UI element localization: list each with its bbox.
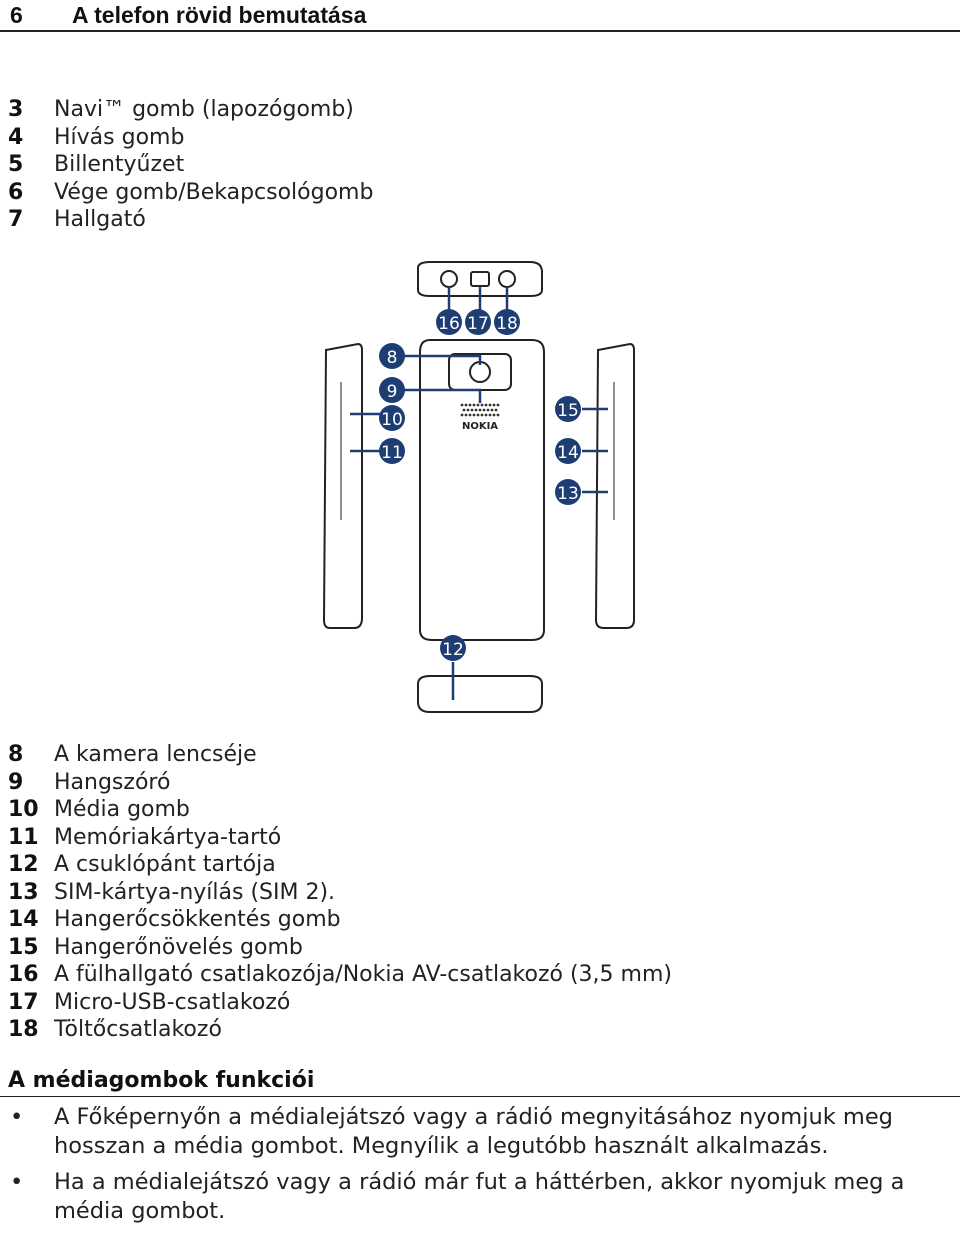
callout-11: 11 [381,443,403,463]
chapter-number: 6 [10,2,23,28]
bullet-item: • Ha a médialejátszó vagy a rádió már fu… [8,1168,956,1226]
section-heading: A médiagombok funkciói [8,1068,315,1093]
section-divider [0,1096,960,1097]
bullet-item: • A Főképernyőn a médialejátszó vagy a r… [8,1103,956,1161]
callout-17: 17 [467,314,489,334]
callout-13: 13 [557,484,579,504]
media-bullet-list: • A Főképernyőn a médialejátszó vagy a r… [8,1103,956,1233]
callout-9: 9 [387,382,398,402]
callout-16: 16 [438,314,460,334]
page-header: 6 A telefon rövid bemutatása [0,0,960,32]
callout-14: 14 [557,443,579,463]
bullet-icon: • [10,1104,24,1130]
callout-15: 15 [557,401,579,421]
callout-8: 8 [387,348,398,368]
bullet-text: Ha a médialejátszó vagy a rádió már fut … [54,1169,905,1224]
bullet-text: A Főképernyőn a médialejátszó vagy a rád… [54,1104,893,1159]
callout-18: 18 [496,314,518,334]
callout-12: 12 [442,640,464,660]
brand-logo: NOKIA [462,421,498,432]
chapter-title: A telefon rövid bemutatása [72,2,367,28]
bullet-icon: • [10,1169,24,1195]
callout-10: 10 [381,410,403,430]
